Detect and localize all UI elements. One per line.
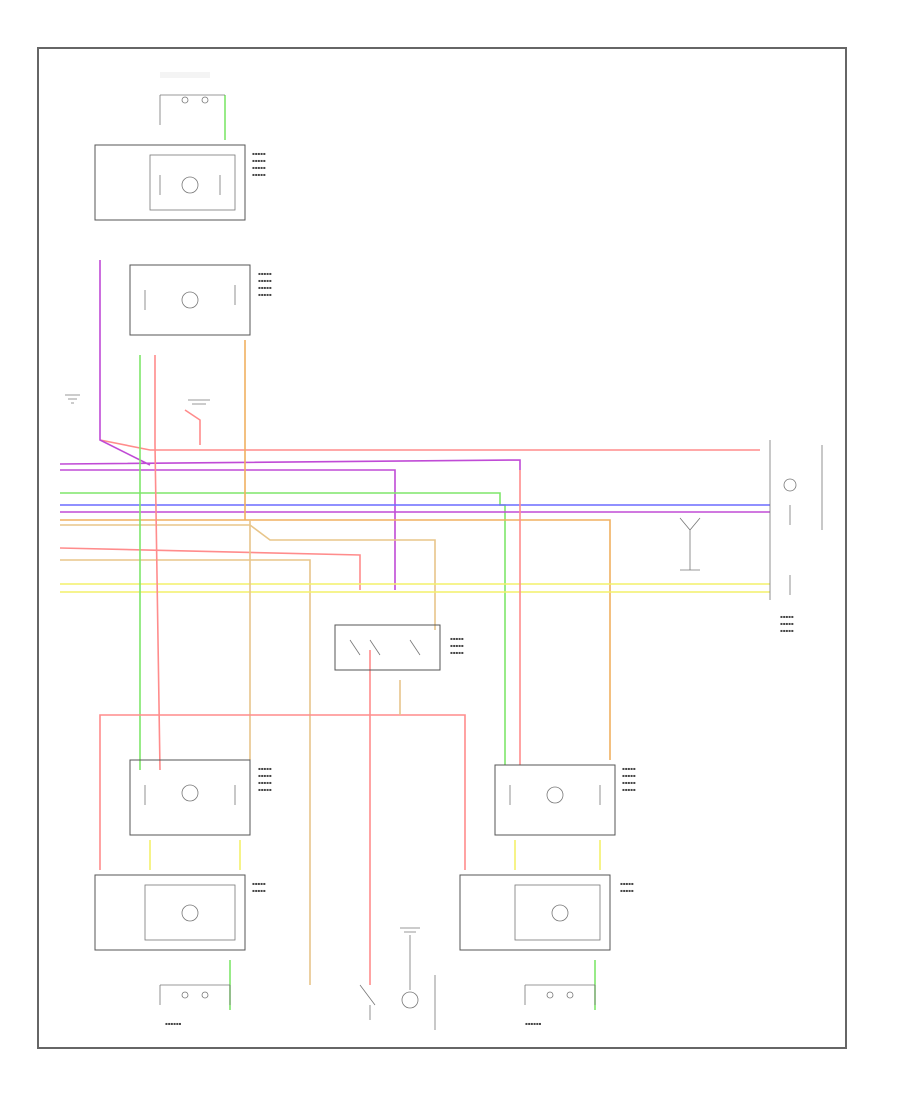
ground-symbols xyxy=(65,394,420,933)
lf-door-lock-motor: ▪▪▪▪▪ ▪▪▪▪▪ ▪▪▪▪▪▪ xyxy=(94,874,266,1026)
wires xyxy=(59,95,770,1010)
svg-text:▪▪▪▪▪: ▪▪▪▪▪ xyxy=(252,881,266,886)
diagram-frame xyxy=(37,47,847,1049)
svg-text:▪▪▪▪▪: ▪▪▪▪▪ xyxy=(622,773,636,778)
wire-violet-v xyxy=(99,260,151,466)
wire-violet-1 xyxy=(59,459,521,470)
svg-text:▪▪▪▪▪: ▪▪▪▪▪ xyxy=(780,614,794,619)
svg-text:▪▪▪▪▪: ▪▪▪▪▪ xyxy=(258,278,272,283)
wire-tan-mid xyxy=(60,559,311,985)
wire-orange-h xyxy=(60,519,611,760)
wire-red-v xyxy=(154,355,161,771)
svg-text:▪▪▪▪▪: ▪▪▪▪▪ xyxy=(258,285,272,290)
left-front-door-connector: ▪▪▪▪▪ ▪▪▪▪▪ ▪▪▪▪▪ xyxy=(769,440,823,633)
rf-door-lock-switch: ▪▪▪▪▪ ▪▪▪▪▪ ▪▪▪▪▪ ▪▪▪▪▪ xyxy=(494,764,636,836)
svg-text:▪▪▪▪▪: ▪▪▪▪▪ xyxy=(622,787,636,792)
wire-red-door xyxy=(184,409,201,445)
svg-text:▪▪▪▪▪▪: ▪▪▪▪▪▪ xyxy=(525,1021,542,1026)
lf-door-lock-switch: ▪▪▪▪▪ ▪▪▪▪▪ ▪▪▪▪▪ ▪▪▪▪▪ xyxy=(129,759,272,836)
center-relay: ▪▪▪▪▪ ▪▪▪▪▪ ▪▪▪▪▪ xyxy=(334,624,464,671)
svg-text:▪▪▪▪▪: ▪▪▪▪▪ xyxy=(252,165,266,170)
rr-door-lock-switch-upper: ▪▪▪▪▪ ▪▪▪▪▪ ▪▪▪▪▪ ▪▪▪▪▪ xyxy=(94,144,266,221)
svg-text:▪▪▪▪▪: ▪▪▪▪▪ xyxy=(622,766,636,771)
svg-text:▪▪▪▪▪: ▪▪▪▪▪ xyxy=(450,636,464,641)
svg-text:▪▪▪▪▪: ▪▪▪▪▪ xyxy=(252,888,266,893)
svg-text:▪▪▪▪▪: ▪▪▪▪▪ xyxy=(258,773,272,778)
svg-text:▪▪▪▪▪: ▪▪▪▪▪ xyxy=(258,766,272,771)
svg-text:▪▪▪▪▪: ▪▪▪▪▪ xyxy=(258,787,272,792)
rf-door-lock-motor: ▪▪▪▪▪ ▪▪▪▪▪ ▪▪▪▪▪▪ xyxy=(459,874,634,1026)
svg-text:▪▪▪▪▪: ▪▪▪▪▪ xyxy=(258,292,272,297)
junction-key-switch xyxy=(679,517,701,571)
wire-green-h xyxy=(60,492,506,765)
svg-text:▪▪▪▪▪: ▪▪▪▪▪ xyxy=(450,643,464,648)
svg-text:▪▪▪▪▪: ▪▪▪▪▪ xyxy=(258,271,272,276)
svg-text:▪▪▪▪▪: ▪▪▪▪▪ xyxy=(252,158,266,163)
svg-text:▪▪▪▪▪: ▪▪▪▪▪ xyxy=(620,881,634,886)
rr-door-lock-motor xyxy=(159,72,225,125)
wire-red-mid xyxy=(59,547,361,590)
rr-door-lock-switch-lower: ▪▪▪▪▪ ▪▪▪▪▪ ▪▪▪▪▪ ▪▪▪▪▪ xyxy=(129,264,272,336)
svg-text:▪▪▪▪▪▪: ▪▪▪▪▪▪ xyxy=(165,1021,182,1026)
svg-text:▪▪▪▪▪: ▪▪▪▪▪ xyxy=(450,650,464,655)
wire-red-loop xyxy=(99,714,466,870)
svg-text:▪▪▪▪▪: ▪▪▪▪▪ xyxy=(620,888,634,893)
svg-text:▪▪▪▪▪: ▪▪▪▪▪ xyxy=(780,621,794,626)
svg-text:▪▪▪▪▪: ▪▪▪▪▪ xyxy=(622,780,636,785)
wire-red-top xyxy=(99,439,760,451)
svg-text:▪▪▪▪▪: ▪▪▪▪▪ xyxy=(252,172,266,177)
wire-tan-h xyxy=(60,524,436,630)
trunk-switch xyxy=(359,935,436,1030)
svg-text:▪▪▪▪▪: ▪▪▪▪▪ xyxy=(780,628,794,633)
wire-violet-2 xyxy=(60,469,396,590)
svg-text:▪▪▪▪▪: ▪▪▪▪▪ xyxy=(258,780,272,785)
svg-text:▪▪▪▪▪: ▪▪▪▪▪ xyxy=(252,151,266,156)
